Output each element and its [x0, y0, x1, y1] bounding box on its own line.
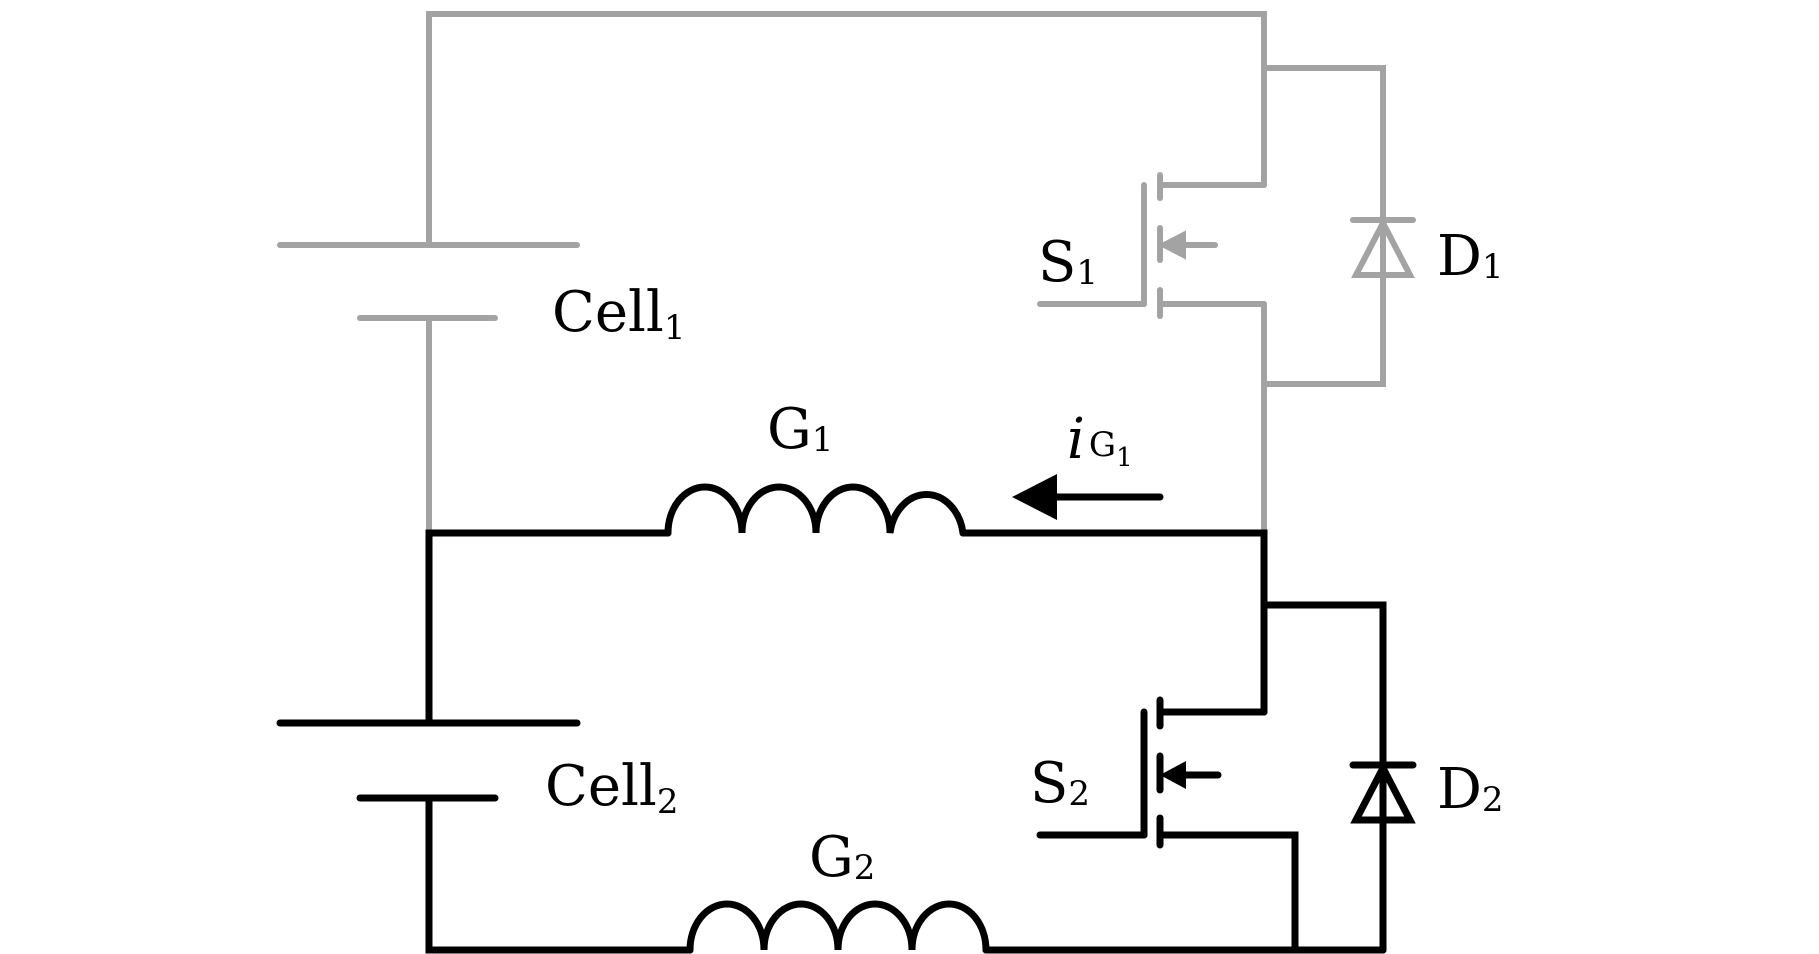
- top-wire: [426, 11, 1267, 248]
- mosfet-s2: [1036, 696, 1299, 954]
- d1-label: D1: [1437, 224, 1504, 289]
- node-wire-right: [959, 529, 1268, 716]
- g2-label: G2: [809, 825, 875, 890]
- d2-label: D2: [1437, 757, 1504, 822]
- current-arrow-head: [1012, 474, 1057, 520]
- s1-label: S1: [1038, 230, 1098, 295]
- d1-branch-wire: [1261, 65, 1386, 387]
- upper-circuit: [277, 11, 1416, 533]
- diode-d1-triangle: [1351, 216, 1415, 278]
- lower-circuit: [276, 474, 1417, 954]
- s2-label: S2: [1030, 751, 1090, 816]
- cell2-label: Cell2: [545, 754, 678, 822]
- g1-label: G1: [767, 397, 833, 462]
- current-arrow-ig1: [1012, 474, 1164, 520]
- inductor-g2: [686, 900, 990, 954]
- diode-d2-triangle: [1350, 760, 1416, 824]
- s2-source-wire: [1156, 831, 1299, 954]
- d2-branch-wire: [1260, 601, 1387, 954]
- bottom-wire-left: [425, 794, 694, 954]
- inductor-g1: [664, 483, 967, 537]
- diode-d2: [1349, 760, 1417, 824]
- s1-body-arrow-head: [1157, 230, 1186, 260]
- node-wire-left: [425, 529, 672, 724]
- mosfet-s1: [1037, 172, 1267, 319]
- diode-d1: [1350, 216, 1416, 278]
- cell1-label: Cell1: [552, 280, 685, 348]
- s2-body-arrow-head: [1160, 761, 1186, 789]
